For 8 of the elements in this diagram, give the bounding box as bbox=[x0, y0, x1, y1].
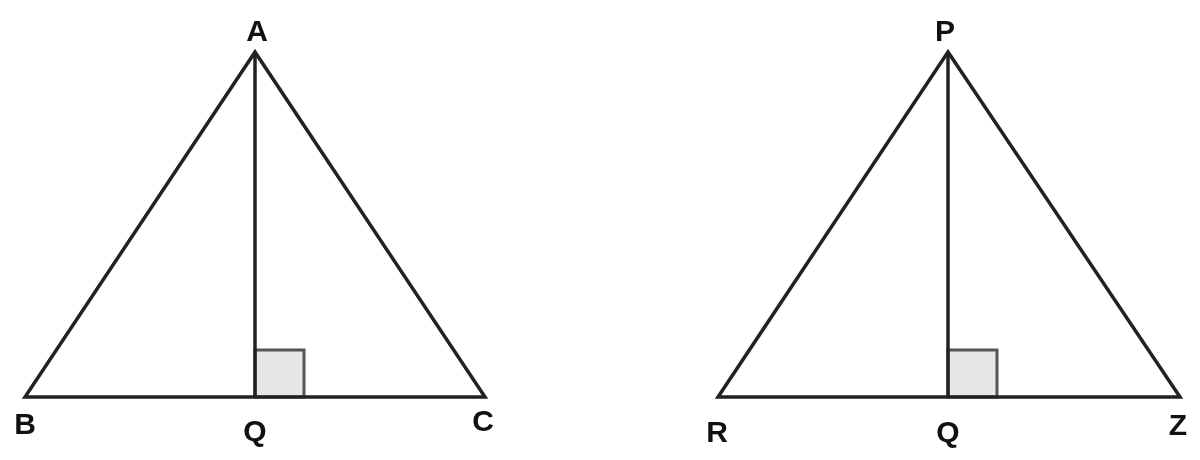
vertex-label: Q bbox=[243, 416, 267, 446]
vertex-label: Z bbox=[1168, 410, 1188, 440]
vertex-label: P bbox=[935, 16, 955, 46]
vertex-label: B bbox=[14, 409, 36, 439]
vertex-label: R bbox=[706, 417, 728, 447]
vertex-label: Q bbox=[936, 417, 960, 447]
vertex-label: A bbox=[246, 16, 268, 46]
vertex-label: C bbox=[472, 406, 494, 436]
